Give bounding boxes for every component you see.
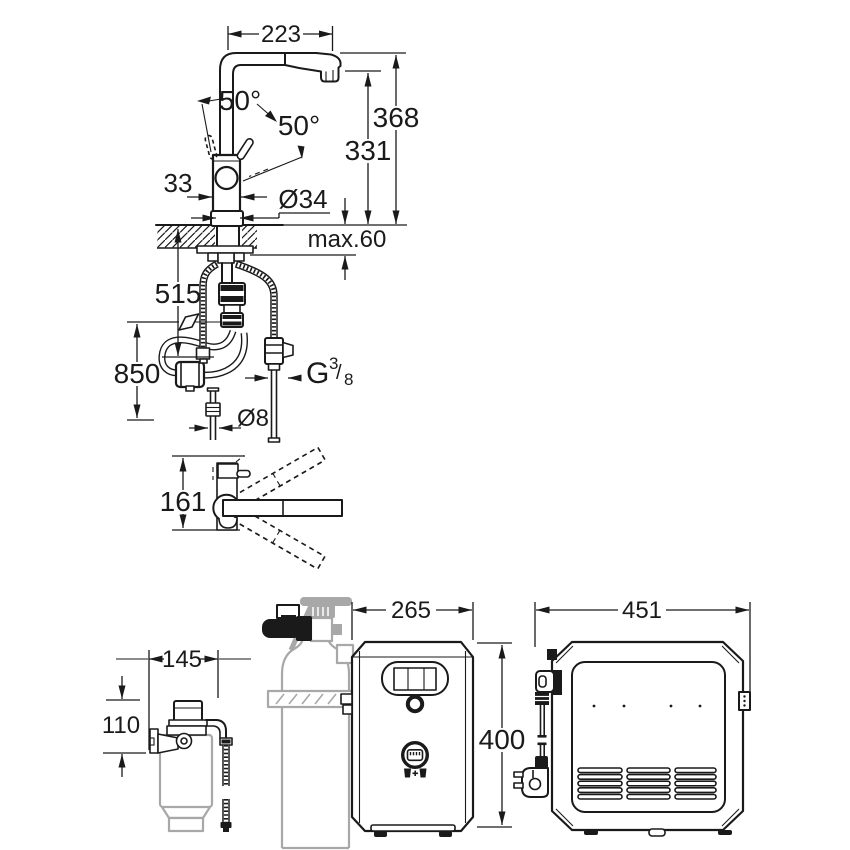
- dim-hose-850: 850: [114, 321, 179, 421]
- brand-logo: [401, 741, 430, 770]
- dim-label-spout-height: 368: [373, 102, 420, 133]
- under-sink-assembly: 515 850 G 3 / 8 Ø8: [114, 229, 353, 443]
- dim-label-projection-depth: 161: [160, 486, 207, 517]
- dim-label-filter-width: 145: [162, 646, 202, 673]
- dim-outlet-height: 331: [345, 70, 392, 224]
- dim-hole-diameter: Ø34: [191, 184, 330, 222]
- swivel-range-upper: [239, 446, 326, 506]
- co2-hose-to-cooler: [300, 597, 352, 606]
- dim-label-hole-diameter: Ø34: [278, 184, 327, 214]
- filter-bracket: [149, 728, 193, 754]
- lever-handle: [236, 138, 254, 161]
- pull-out-spray-head: [284, 52, 342, 83]
- dim-cooler-height: 400: [477, 642, 526, 828]
- swivel-range-lower: [239, 510, 326, 570]
- angle-valve: [264, 337, 284, 365]
- dim-cooler-depth: 451: [534, 597, 751, 691]
- filter-cartridge: [158, 733, 214, 833]
- hose-end-8mm: [205, 387, 221, 440]
- cooler-front-view: 265 400: [335, 597, 526, 837]
- dim-label-counter-thickness: max.60: [308, 226, 387, 253]
- dim-cooler-width: 265: [351, 597, 474, 640]
- connection-block: [191, 262, 246, 328]
- filter-unit: 145 110: [102, 646, 251, 833]
- vent-grille: [577, 767, 717, 800]
- dim-counter-thickness: max.60: [308, 198, 387, 280]
- regulator-body: [262, 619, 302, 638]
- power-button: [405, 694, 425, 714]
- dim-label-thread-slash: /: [336, 362, 342, 384]
- side-panel: [571, 661, 726, 813]
- dim-label-outlet-height: 331: [345, 135, 392, 166]
- angle-annotations: 50° 50°: [197, 85, 320, 182]
- break-symbol: [178, 313, 200, 331]
- dim-spout-height: 368: [340, 52, 420, 224]
- co2-bottle-assembly: [262, 597, 358, 850]
- wall-strap: [266, 689, 358, 709]
- dim-label-thread-denominator: 8: [344, 370, 353, 389]
- filter-outlet-hose: [220, 745, 232, 832]
- blue-button: [214, 165, 239, 191]
- power-cord-and-plug: [513, 649, 562, 798]
- dim-label-hose-diameter: Ø8: [237, 405, 269, 432]
- top-view-spout-arm: [222, 499, 343, 517]
- cooler-housing: [350, 640, 475, 833]
- dim-hose-515: 515: [155, 229, 214, 358]
- supply-hose-right: [234, 260, 294, 443]
- dim-label-thread-numerator: 3: [329, 354, 338, 373]
- dim-filter-head-height: 110: [102, 676, 146, 777]
- cooler-side-housing: [550, 640, 745, 832]
- dim-label-spout-reach: 223: [261, 21, 301, 48]
- dim-label-hose-515: 515: [155, 278, 202, 309]
- dim-spout-reach: 223: [227, 21, 334, 51]
- mounting-shank: [196, 225, 254, 264]
- glass-plus-glass-icon: [404, 768, 427, 778]
- dim-label-angle-lower: 50°: [278, 110, 320, 141]
- dim-body-width: 33: [164, 168, 267, 201]
- dim-label-body-width: 33: [164, 168, 193, 198]
- dim-label-filter-head-height: 110: [102, 712, 140, 739]
- faucet-body: [204, 134, 254, 227]
- cooler-side-view: 451: [513, 597, 751, 837]
- dim-label-cooler-depth: 451: [622, 597, 662, 624]
- dim-label-hose-850: 850: [114, 358, 161, 389]
- dim-hose-diameter: Ø8: [189, 405, 269, 432]
- dim-thread-g38: G 3 / 8: [245, 354, 353, 390]
- side-connector: [738, 691, 751, 711]
- dim-label-thread-letter: G: [306, 357, 329, 390]
- faucet-front-view: 50° 50° 223 368 331: [155, 21, 420, 280]
- dim-projection-depth: 161: [160, 458, 207, 528]
- counter-cross-section: [155, 224, 407, 256]
- dim-filter-width: 145: [116, 646, 251, 750]
- faucet-spout: [219, 52, 342, 156]
- supply-hose-left: [195, 260, 219, 364]
- dim-label-angle-upper: 50°: [219, 85, 261, 116]
- schuko-plug: [521, 767, 549, 798]
- dim-label-cooler-width: 265: [391, 597, 431, 624]
- top-view-lever: [236, 469, 251, 478]
- faucet-top-view: 161: [160, 446, 343, 570]
- dim-label-cooler-height: 400: [479, 724, 526, 755]
